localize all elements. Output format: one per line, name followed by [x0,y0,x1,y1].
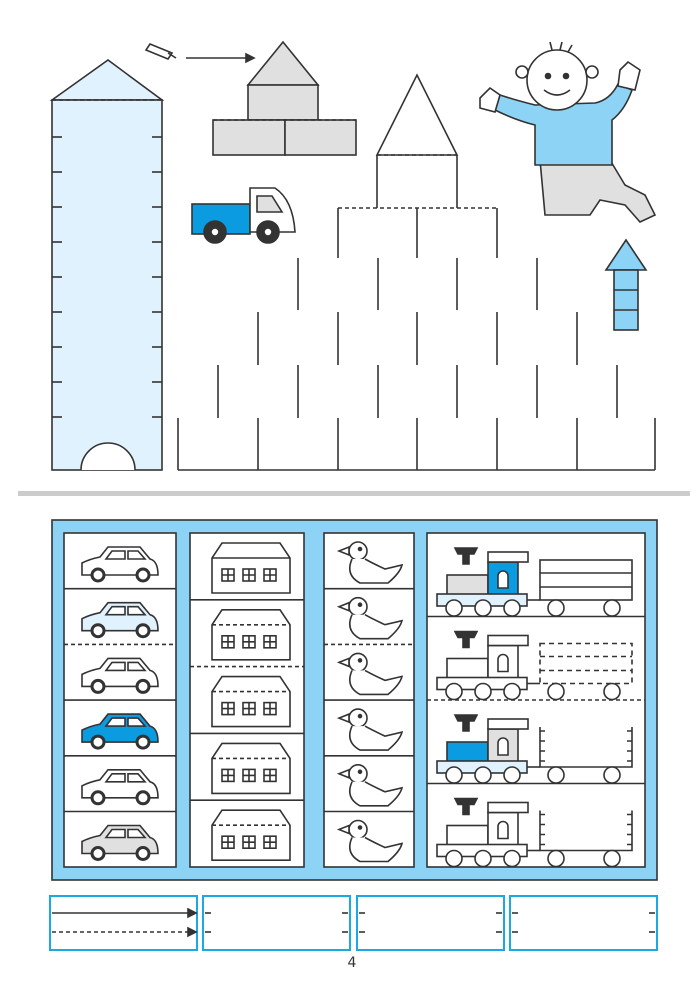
wheel [445,599,463,617]
wheel [445,682,463,701]
train-icon [436,714,633,784]
duck-icon [336,763,404,807]
wheel [547,599,565,617]
chimney-icon [453,797,479,816]
chimney-icon [453,547,479,565]
wheel [503,682,521,701]
house-icon [211,542,291,594]
wagon [539,727,633,784]
boy-illustration [479,41,657,223]
chimney-icon [453,630,479,649]
ducks-column [323,532,415,868]
trains-column [426,532,646,868]
house-icon [211,609,291,661]
duck-icon [336,596,404,640]
house-icon [211,675,291,728]
wheel [503,766,521,784]
house-icon [211,742,291,795]
wheel [603,599,621,617]
cars-column [63,532,177,868]
arrow-right-icon [186,52,256,64]
page-number: 4 [347,955,357,971]
wagon [539,642,633,701]
pencil-icon [144,43,177,60]
small-tower [604,238,648,331]
wheel [603,849,621,868]
wagon [539,559,633,617]
car-icon [81,769,159,806]
wheel [474,849,492,868]
wheel [547,849,565,868]
wheel [474,599,492,617]
car-icon [81,546,159,583]
car-icon [81,601,159,639]
practice-boxes [49,895,658,951]
duck-icon [336,708,404,751]
car-icon [81,713,159,750]
duck-icon [336,652,404,696]
practice-box [356,895,505,951]
wagon [539,810,633,868]
wheel [445,766,463,784]
tower-ticks [52,136,162,418]
car-icon [81,824,159,861]
wheel [474,682,492,701]
car-icon [81,657,159,694]
castle-trace [177,73,656,471]
wheel [603,766,621,784]
practice-box [49,895,198,951]
houses-column [189,532,305,868]
wheel [547,682,565,701]
wheel [603,682,621,701]
arrow-icon [187,907,198,919]
measuring-tower [49,59,165,471]
wheel [547,766,565,784]
house-icon [211,809,291,861]
arrow-icon [187,926,198,938]
wheel [503,849,521,868]
wheel [445,849,463,868]
practice-box [509,895,658,951]
train-icon [436,630,633,701]
duck-icon [336,819,404,863]
wheel [474,766,492,784]
duck-icon [336,541,404,584]
practice-box [202,895,351,951]
truck-icon [191,187,296,244]
train-icon [436,547,633,617]
wheel [503,599,521,617]
train-icon [436,797,633,868]
chimney-icon [453,714,479,732]
block-house [212,40,357,156]
section-divider [18,491,690,496]
